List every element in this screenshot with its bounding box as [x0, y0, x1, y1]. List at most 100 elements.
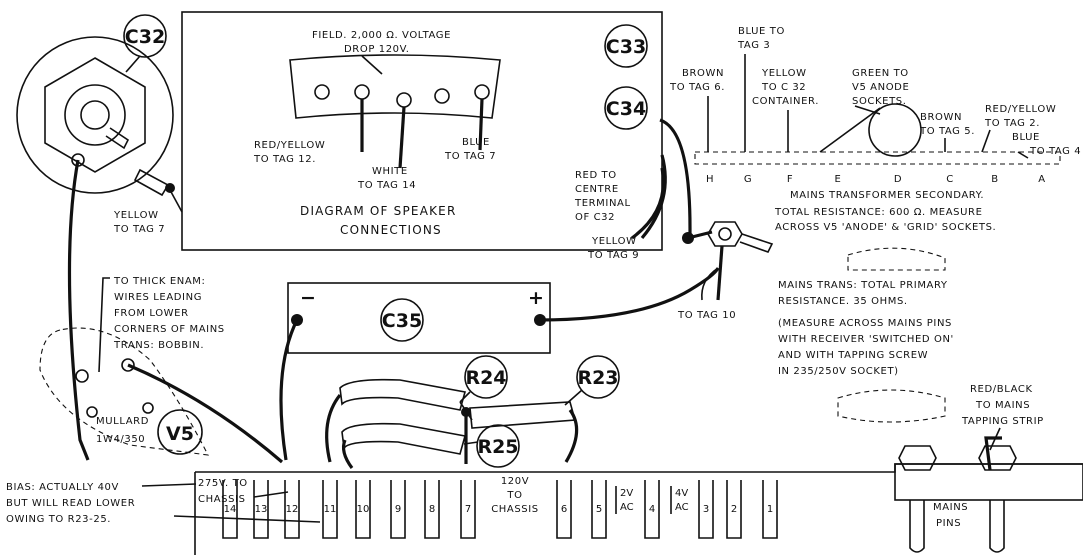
c34-yellow-label-2: TO TAG 9 [587, 250, 639, 261]
mains-tapping-outline [837, 389, 946, 423]
speaker-terminal-2 [354, 84, 370, 100]
bias-note-1: BIAS: ACTUALLY 40V [6, 482, 119, 493]
v4ac-label-2: AC [675, 502, 689, 513]
tx-secondary-note-1: MAINS TRANSFORMER SECONDARY. [790, 190, 984, 201]
tag-outline [390, 480, 406, 539]
speaker-terminal-1 [314, 84, 330, 100]
tx-yellowc32-label-3: CONTAINER. [752, 96, 819, 107]
tx-brown6-label-1: BROWN [682, 68, 724, 79]
speaker-caption-2: CONNECTIONS [340, 223, 442, 237]
tag-number: 11 [324, 504, 337, 515]
c34-tag10-wire [659, 118, 692, 238]
r24-body [339, 378, 467, 411]
c32-yellow-label-2: TO TAG 7 [113, 224, 165, 235]
bias-note-2: BUT WILL READ LOWER [6, 498, 135, 509]
tx-brown6-label-2: TO TAG 6. [669, 82, 725, 93]
tx-green-label-2: V5 ANODE [852, 82, 909, 93]
tx-primary-outline [847, 247, 946, 271]
tag-number: 9 [395, 504, 401, 515]
r23-body [469, 401, 577, 429]
c32-yellow-lead [169, 189, 183, 213]
c32-inner-ring [64, 84, 126, 146]
tx-brown5-label-2: TO TAG 5. [919, 126, 975, 137]
resistor-block [325, 378, 579, 469]
c32-down-wire [67, 159, 90, 461]
v4ac-label-1: 4V [675, 488, 688, 499]
tx-brown5-label-1: BROWN [920, 112, 962, 123]
v5-label: V5 [166, 423, 194, 445]
c35-neg-wire [279, 319, 299, 461]
c33-label: C33 [606, 36, 646, 58]
v5-type-label: 1W4/350 [96, 434, 145, 445]
c35-plus-sign: + [528, 287, 544, 309]
speaker-panel: FIELD. 2,000 Ω. VOLTAGE DROP 120V. RED/Y… [181, 11, 663, 251]
c34-yellow-wire [631, 167, 665, 240]
tag-outline [355, 480, 371, 539]
tag-outline [762, 480, 778, 539]
c32-yellow-label-1: YELLOW [113, 210, 159, 221]
mains-pin-right [989, 500, 1005, 553]
tx-blue-tag3-label-2: TAG 3 [737, 40, 770, 51]
tag-outline [726, 480, 742, 539]
r23-label-pointer [564, 389, 583, 406]
v5-label-circle [157, 409, 203, 455]
c32-lug [105, 127, 130, 150]
tag-outline [698, 480, 714, 539]
speaker-terminal-5 [474, 84, 490, 100]
tag-number: 2 [731, 504, 737, 515]
c32-capacitor: C32 [16, 14, 175, 197]
speaker-white-wire [398, 106, 406, 169]
tx-redyellow2-label-2: TO TAG 2. [984, 118, 1040, 129]
speaker-blue-label-2: TO TAG 7 [444, 151, 496, 162]
tag-number: 10 [357, 504, 370, 515]
speaker-blue-label-1: BLUE [462, 137, 490, 148]
tag10-lug [739, 233, 774, 253]
r25-label-pointer [463, 441, 479, 445]
c32-label-arrow [125, 55, 141, 73]
tag-number: 14 [224, 504, 237, 515]
mains-pins-label-2: PINS [936, 518, 961, 529]
v5-pin-c [86, 406, 98, 418]
c34-red-label-3: TERMINAL [574, 198, 631, 209]
tag-outline [460, 480, 476, 539]
tx-yellowc32-label-1: YELLOW [761, 68, 807, 79]
speaker-white-label-2: TO TAG 14 [357, 180, 416, 191]
v5-pin-b [121, 358, 135, 372]
tx-lead-a [1017, 151, 1029, 159]
tx-primary-note-1: MAINS TRANS: TOTAL PRIMARY [778, 280, 948, 291]
tx-letter: E [835, 174, 842, 185]
tx-green-ring [868, 103, 922, 157]
resistor-junction-tie [459, 401, 473, 421]
c35-label: C35 [382, 310, 422, 332]
tx-primary-note-3: (MEASURE ACROSS MAINS PINS [778, 318, 952, 329]
c32-center-terminal [80, 100, 110, 130]
speaker-redyellow-label-2: TO TAG 12. [253, 154, 316, 165]
mains-pin-nut-left [898, 445, 937, 471]
c32-outer-ring [16, 36, 174, 194]
bias-note-3: OWING TO R23-25. [6, 514, 111, 525]
tx-blue-tag3-label-1: BLUE TO [738, 26, 785, 37]
tx-redyellow2-label-1: RED/YELLOW [985, 104, 1056, 115]
tag-number: 7 [465, 504, 471, 515]
mains-pins-label-1: MAINS [933, 502, 968, 513]
bias-tag11-arrow [173, 515, 321, 523]
v275-note-2: CHASSIS [198, 494, 246, 505]
bias-arrow [141, 483, 197, 487]
c35-capacitor: − + C35 [287, 282, 551, 354]
tag10-down-lead [716, 245, 724, 301]
speaker-field-label-1: FIELD. 2,000 Ω. VOLTAGE [312, 30, 451, 41]
v5-valve-outline [39, 327, 209, 456]
v275-arrow [253, 491, 289, 498]
r24-label-pointer [459, 391, 471, 403]
c33-label-circle [604, 24, 648, 68]
tag10-bracket [682, 221, 774, 301]
v2ac-label-2: AC [620, 502, 634, 513]
r23-label: R23 [577, 367, 618, 389]
v5-mullard-label: MULLARD [96, 416, 149, 427]
tx-secondary-note-2: TOTAL RESISTANCE: 600 Ω. MEASURE [774, 207, 983, 218]
c34-label-circle [604, 86, 648, 130]
tx-primary-note-2: RESISTANCE. 35 OHMS. [778, 296, 908, 307]
c35-pos-wire [539, 267, 720, 322]
redblack-label-3: TAPPING STRIP [961, 416, 1044, 427]
speaker-blue-wire [478, 98, 484, 151]
